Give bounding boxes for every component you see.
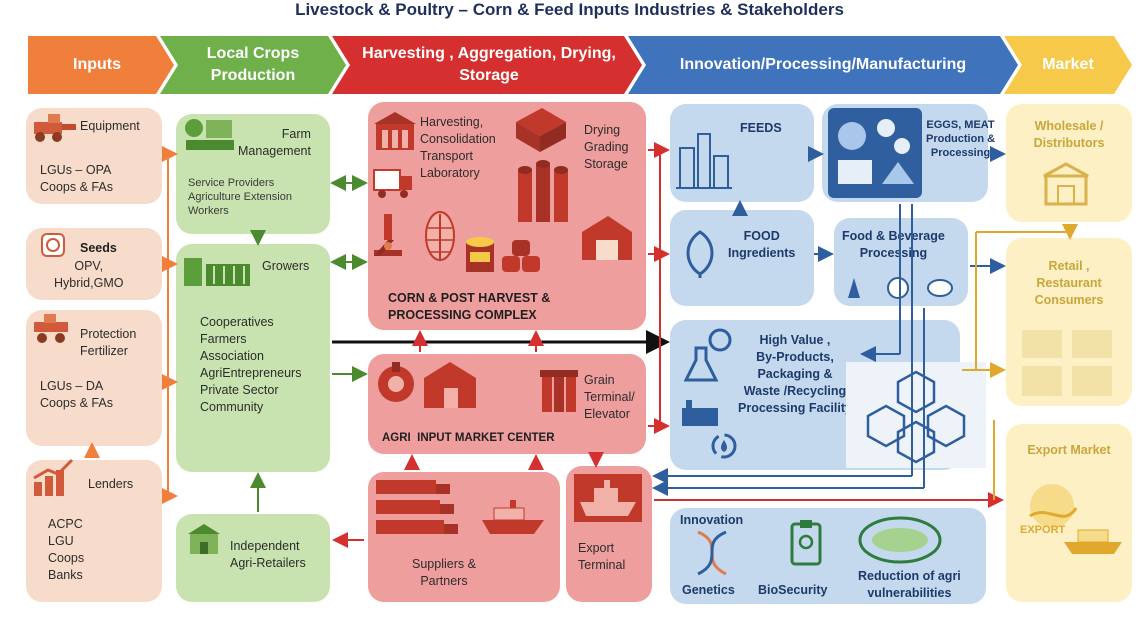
- innovation-box: [670, 508, 986, 604]
- microscope-icon: [374, 214, 402, 256]
- ship-icon: [482, 500, 544, 534]
- flask-icon: [683, 328, 732, 382]
- seed-icon: [41, 233, 65, 257]
- truck-fleet-icon: [376, 480, 458, 534]
- feed-can-icon: [466, 237, 494, 272]
- sprayer-icon: [34, 314, 68, 343]
- stage-inputs: Inputs: [28, 36, 174, 94]
- lenders-chart-icon: [33, 458, 74, 496]
- leaf-icon: [686, 230, 714, 278]
- retail-store-icon: [188, 524, 220, 554]
- storage-crates-icon: [516, 108, 566, 152]
- wholesale-store-icon: [1043, 162, 1089, 206]
- recycle-icon: [711, 433, 737, 459]
- harvest-building-icon: [374, 112, 416, 150]
- market-center-building-icon: [424, 362, 476, 408]
- silo-icon: [518, 160, 568, 222]
- stage-market: Market: [1004, 36, 1132, 94]
- food-ingredients-box: [670, 210, 814, 306]
- globe-icon: [1029, 484, 1122, 554]
- truck-icon: [373, 169, 412, 198]
- post-harvest-complex-box: [368, 102, 646, 330]
- diagram-title: Livestock & Poultry – Corn & Feed Inputs…: [295, 0, 844, 19]
- feed-mill-icon: [378, 362, 414, 402]
- factory-icon: [682, 400, 718, 426]
- stage-harvesting: Harvesting , Aggregation, Drying, Storag…: [332, 36, 642, 94]
- chicken-icon: [828, 108, 922, 198]
- hexagon-network-icon: [866, 370, 966, 464]
- agri-input-market-center-box: [368, 354, 646, 454]
- warehouse-icon: [582, 216, 632, 260]
- feed-plant-icon: [676, 133, 732, 189]
- growers-icon: [184, 258, 250, 286]
- stage-local-crops: Local Crops Production: [160, 36, 346, 94]
- farm-icon: [185, 119, 234, 150]
- farm-management-box: [176, 114, 330, 234]
- beverage-icons: [848, 277, 953, 299]
- retail-icons: [1022, 330, 1112, 396]
- harvester-icon: [34, 114, 76, 142]
- corn-icon: [425, 211, 455, 261]
- wholesale-box: [1006, 104, 1132, 222]
- vulnerabilities-field-icon: [858, 516, 942, 564]
- export-ship-icon: [574, 474, 642, 522]
- dna-icon: [697, 530, 727, 576]
- protection-box: [26, 310, 162, 446]
- sacks-icon: [502, 240, 540, 272]
- grain-terminal-icon: [540, 370, 578, 412]
- stage-innovation: Innovation/Processing/Manufacturing: [628, 36, 1018, 94]
- clipboard-icon: [790, 520, 822, 566]
